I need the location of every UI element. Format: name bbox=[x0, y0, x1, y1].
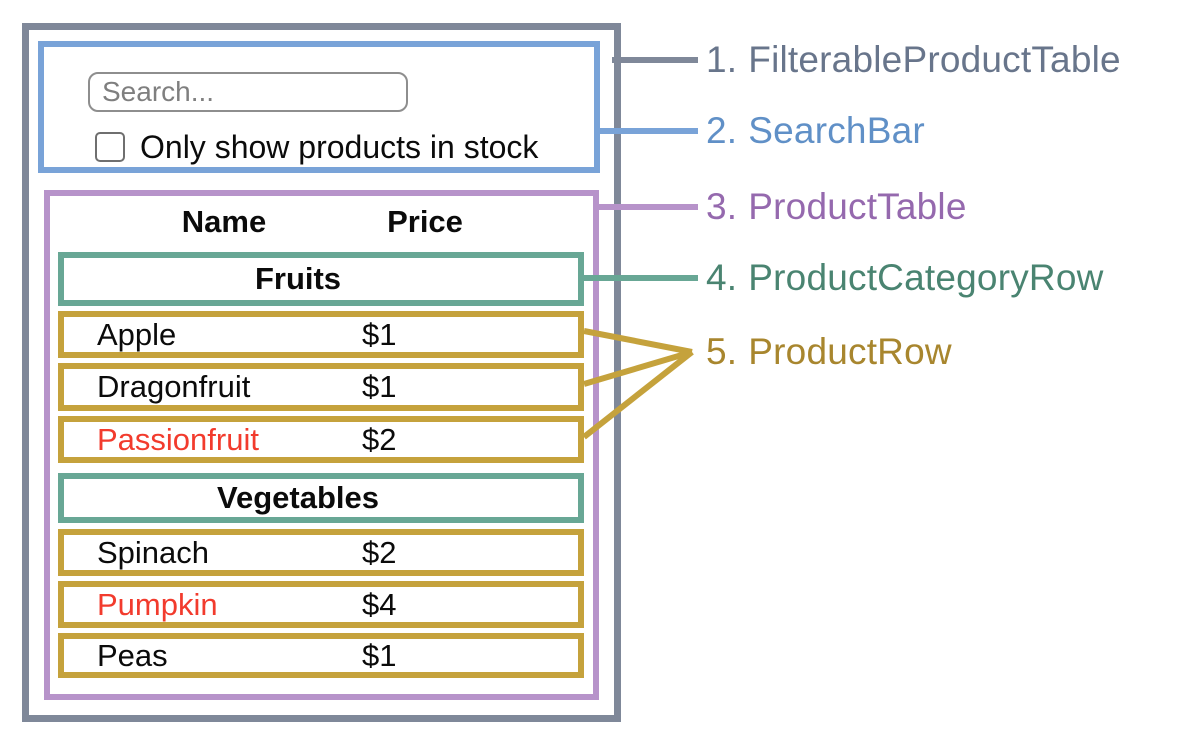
product-row-spinach: Spinach $2 bbox=[58, 529, 584, 576]
product-name: Peas bbox=[97, 637, 168, 673]
legend-number: 1. bbox=[706, 39, 738, 80]
product-price: $2 bbox=[362, 421, 397, 457]
category-row-fruits: Fruits bbox=[58, 252, 584, 306]
product-row-dragonfruit: Dragonfruit $1 bbox=[58, 363, 584, 411]
product-name: Apple bbox=[97, 316, 177, 352]
legend-item-search-bar: 2. SearchBar bbox=[706, 108, 925, 154]
search-input[interactable] bbox=[88, 72, 408, 112]
product-row-peas: Peas $1 bbox=[58, 633, 584, 678]
product-price: $2 bbox=[362, 534, 397, 570]
legend-item-product-row: 5. ProductRow bbox=[706, 329, 952, 375]
column-header-name: Name bbox=[181, 204, 267, 239]
in-stock-checkbox[interactable] bbox=[95, 132, 125, 162]
legend-item-product-category-row: 4. ProductCategoryRow bbox=[706, 255, 1104, 301]
product-name-out-of-stock: Pumpkin bbox=[97, 586, 218, 622]
in-stock-checkbox-label: Only show products in stock bbox=[140, 129, 539, 165]
legend-item-product-table: 3. ProductTable bbox=[706, 184, 967, 230]
product-price: $4 bbox=[362, 586, 397, 622]
product-price: $1 bbox=[362, 369, 397, 404]
product-row-apple: Apple $1 bbox=[58, 311, 584, 358]
category-label: Fruits bbox=[254, 261, 342, 296]
legend-number: 3. bbox=[706, 186, 738, 227]
legend-item-filterable-product-table: 1. FilterableProductTable bbox=[706, 37, 1121, 83]
legend-label: ProductRow bbox=[748, 331, 952, 372]
product-name: Dragonfruit bbox=[97, 369, 251, 404]
legend-number: 5. bbox=[706, 331, 738, 372]
product-price: $1 bbox=[362, 316, 397, 352]
product-name: Spinach bbox=[97, 534, 210, 570]
legend-number: 4. bbox=[706, 257, 738, 298]
product-name-out-of-stock: Passionfruit bbox=[97, 421, 259, 457]
legend-number: 2. bbox=[706, 110, 738, 151]
product-row-pumpkin: Pumpkin $4 bbox=[58, 581, 584, 628]
legend-label: ProductTable bbox=[748, 186, 967, 227]
category-label: Vegetables bbox=[217, 480, 379, 515]
legend-label: ProductCategoryRow bbox=[748, 257, 1104, 298]
category-row-vegetables: Vegetables bbox=[58, 473, 584, 523]
product-price: $1 bbox=[362, 637, 397, 673]
legend-label: FilterableProductTable bbox=[748, 39, 1121, 80]
product-row-passionfruit: Passionfruit $2 bbox=[58, 416, 584, 463]
column-header-price: Price bbox=[387, 204, 463, 239]
legend-label: SearchBar bbox=[748, 110, 925, 151]
